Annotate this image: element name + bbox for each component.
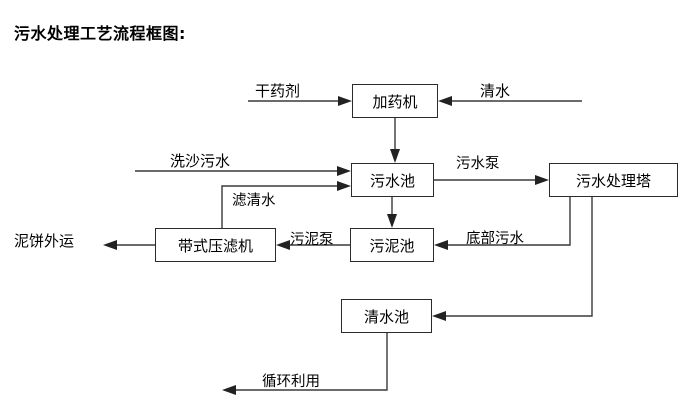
node-label: 污水池 (369, 171, 415, 190)
label-bottom-wastewater: 底部污水 (466, 231, 524, 247)
node-label: 污泥池 (369, 236, 415, 255)
node-belt-filter-press[interactable]: 带式压滤机 (155, 228, 276, 262)
label-sludge-pump: 污泥泵 (290, 232, 334, 248)
node-clear-water-pool[interactable]: 清水池 (341, 299, 432, 333)
label-clean-water-input: 清水 (480, 82, 511, 100)
label-sand-wash-wastewater: 洗沙污水 (170, 152, 231, 170)
node-sludge-pool[interactable]: 污泥池 (350, 228, 434, 262)
label-wastewater-pump: 污水泵 (456, 156, 500, 172)
page-title: 污水处理工艺流程框图: (14, 24, 186, 43)
node-dosing-machine[interactable]: 加药机 (352, 84, 438, 118)
label-dry-chemical: 干药剂 (255, 82, 301, 100)
node-label: 清水池 (363, 307, 409, 326)
node-label: 加药机 (372, 92, 418, 111)
node-treatment-tower[interactable]: 污水处理塔 (549, 163, 678, 197)
node-label: 污水处理塔 (575, 171, 651, 190)
label-mud-cake-out: 泥饼外运 (14, 232, 75, 250)
node-wastewater-pool[interactable]: 污水池 (351, 163, 434, 197)
label-recycle-reuse: 循环利用 (262, 374, 320, 390)
label-filtered-clear-water: 滤清水 (232, 193, 276, 209)
node-label: 带式压滤机 (177, 236, 253, 255)
